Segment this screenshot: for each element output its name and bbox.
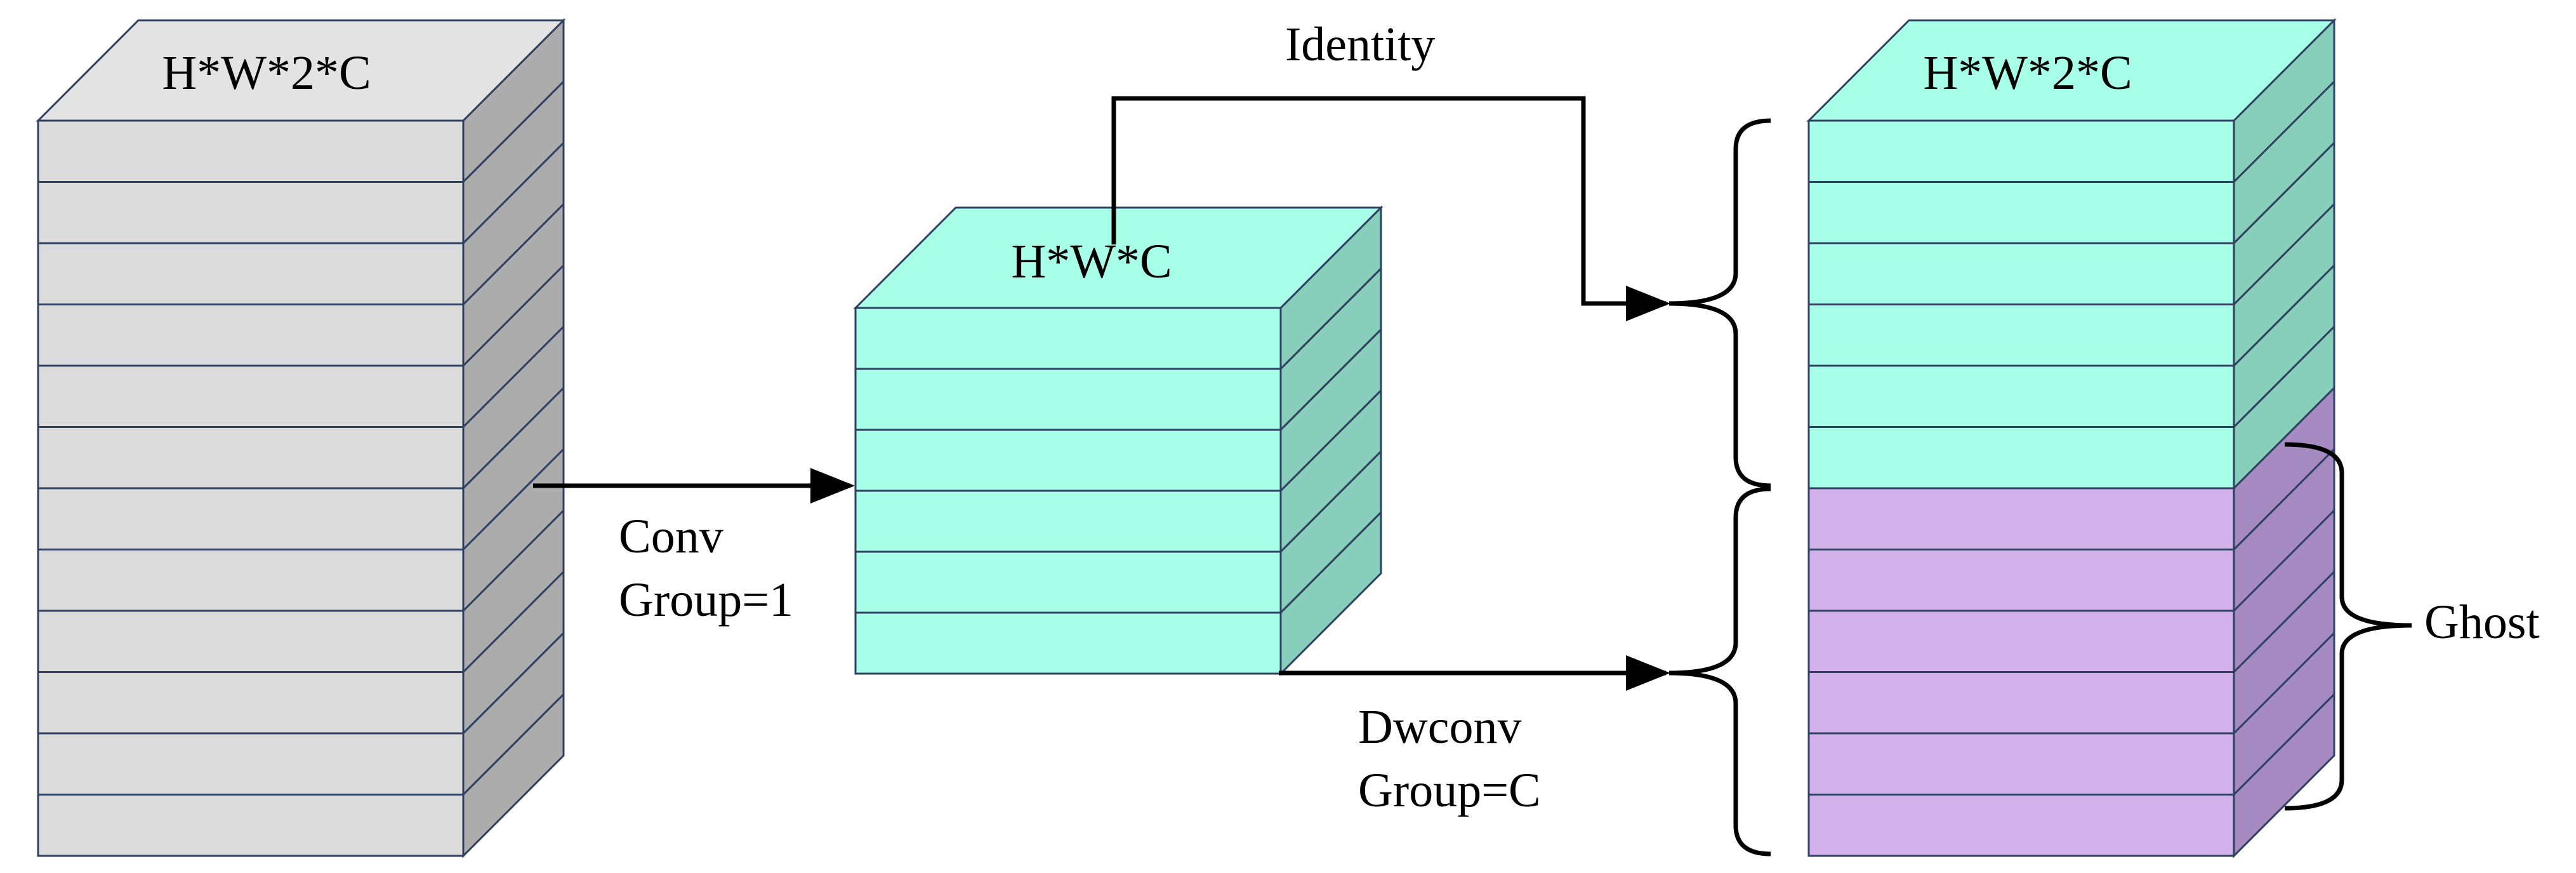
input-block-label: H*W*2*C — [162, 46, 371, 100]
output-layer-3 — [1807, 242, 2235, 305]
input-layer-side-12 — [462, 691, 565, 858]
ghost-brace — [1668, 486, 1771, 856]
input-layer-4 — [37, 303, 465, 367]
intermediate-layer-side-6 — [1279, 510, 1382, 676]
input-layer-5 — [37, 364, 465, 428]
intermediate-layer-2 — [854, 368, 1282, 431]
intermediate-layer-5 — [854, 550, 1282, 614]
output-layer-5 — [1807, 364, 2235, 428]
input-layer-6 — [37, 426, 465, 490]
output-layer-10 — [1807, 671, 2235, 735]
output-layer-4 — [1807, 303, 2235, 367]
input-layer-9 — [37, 610, 465, 673]
input-layer-8 — [37, 549, 465, 612]
output-feature-block — [1806, 18, 2337, 858]
intermediate-layer-3 — [854, 429, 1282, 492]
output-layer-6 — [1807, 426, 2235, 490]
output-block-label: H*W*2*C — [1923, 46, 2132, 100]
output-layer-11 — [1807, 732, 2235, 796]
intermediate-layer-6 — [854, 611, 1282, 675]
intermediate-layer-1 — [854, 307, 1282, 370]
output-layer-9 — [1807, 610, 2235, 673]
output-layer-2 — [1807, 181, 2235, 244]
input-layer-2 — [37, 181, 465, 244]
intermediate-layer-4 — [854, 490, 1282, 553]
identity-label: Identity — [1285, 18, 1435, 71]
input-layer-7 — [37, 487, 465, 550]
input-layer-1 — [37, 119, 465, 183]
identity-brace — [1668, 118, 1771, 488]
input-feature-block — [36, 18, 566, 858]
dwconv-group-label: Group=C — [1358, 764, 1541, 817]
output-layer-7 — [1807, 487, 2235, 550]
ghost-label: Ghost — [2424, 596, 2540, 649]
identity-arrow — [1111, 96, 1670, 321]
output-layer-8 — [1807, 549, 2235, 612]
intermediate-feature-block — [853, 205, 1384, 676]
output-layer-side-12 — [2233, 691, 2335, 858]
dwconv-label: Dwconv — [1358, 700, 1522, 754]
input-layer-3 — [37, 242, 465, 305]
ghost-right-brace — [2284, 442, 2412, 811]
output-layer-1 — [1807, 119, 2235, 183]
input-layer-11 — [37, 732, 465, 796]
conv-group-label: Group=1 — [619, 573, 793, 627]
input-layer-10 — [37, 671, 465, 735]
intermediate-block-label: H*W*C — [1011, 235, 1172, 288]
conv-label: Conv — [619, 510, 723, 563]
output-layer-12 — [1807, 794, 2235, 857]
input-layer-12 — [37, 794, 465, 857]
